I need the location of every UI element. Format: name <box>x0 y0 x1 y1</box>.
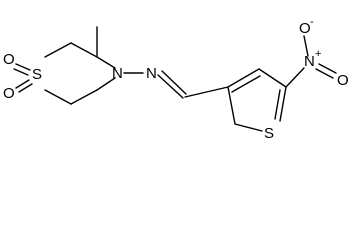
thiophene-sulfur-label: S <box>264 125 274 142</box>
bond-c2-c3 <box>227 86 236 125</box>
bond-n-ch-b <box>161 70 187 95</box>
sulfonyl-double-bonds <box>13 63 33 93</box>
bond-nitro-n-o-right-a <box>318 63 337 74</box>
bond-s-ch2-top <box>44 42 72 58</box>
bond-ch-ring-nitrogen <box>96 56 116 69</box>
bond-s-o1-b <box>13 68 29 76</box>
bond-c3-c4-b <box>231 75 261 93</box>
sulfonyl-oxygen-label-2: O <box>3 85 15 102</box>
bond-c5-s-b <box>274 89 281 120</box>
bond-ch2-ch-methyl <box>70 42 98 58</box>
imine-nitrogen-label: N <box>146 65 157 82</box>
sulfonyl-oxygen-label-1: O <box>3 51 15 68</box>
thiomorpholine-ring <box>44 42 116 105</box>
nitro-oxygen-top-label: O <box>299 20 311 37</box>
bond-nitro-n-o-right-b <box>315 68 334 79</box>
bond-ch2-ch2-bottom <box>70 89 98 105</box>
bond-c-nitro-n <box>285 67 305 88</box>
bond-s-o2-b <box>18 83 33 93</box>
bond-ch-thiophene <box>184 86 229 98</box>
bond-n-ch-a <box>157 74 184 99</box>
nitro-oxygen-charge: - <box>310 16 314 28</box>
nitro-double-bond <box>315 63 337 79</box>
molecule-structure: S O O N N S N + O - O <box>3 16 349 142</box>
bond-nitro-n-o-top <box>303 35 309 57</box>
bond-s-o1-a <box>15 63 31 71</box>
bond-ring-nitrogen-ch2 <box>96 77 116 91</box>
bond-c4-c5 <box>258 68 287 88</box>
bond-s-o2-a <box>15 79 30 89</box>
nitro-nitrogen-charge: + <box>315 48 321 60</box>
bond-c5-s-a <box>279 86 287 122</box>
ring-nitrogen-label: N <box>112 65 123 82</box>
nitro-oxygen-right-label: O <box>337 72 349 89</box>
imine-double-bond <box>157 70 187 99</box>
bond-s-c2 <box>234 123 263 132</box>
bond-ch2-s-bottom <box>44 89 72 105</box>
sulfonyl-sulfur-label: S <box>32 66 42 83</box>
bond-c3-c4-a <box>227 68 260 88</box>
nitro-nitrogen-label: N <box>304 53 315 70</box>
thiophene-ring <box>227 68 287 132</box>
